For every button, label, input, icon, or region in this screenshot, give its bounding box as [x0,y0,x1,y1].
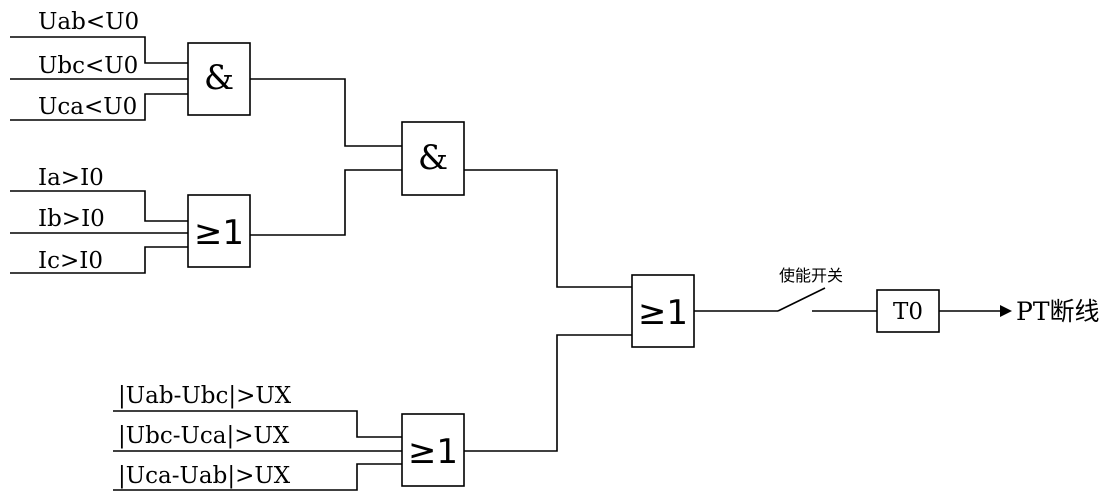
input-label-diff-bc-ca: |Ubc-Uca|>UX [118,423,290,449]
interconnect-wires [250,78,778,452]
input-label-diff-ab-bc: |Uab-Ubc|>UX [118,383,292,409]
voltage-input-wires [10,36,188,121]
timer-block: T0 [876,289,940,333]
output-arrow [939,305,1012,317]
or-gate-current: ≥1 [187,194,251,268]
input-label-ic-over: Ic>I0 [38,248,103,274]
input-label-diff-ca-ab: |Uca-Uab|>UX [118,463,291,489]
input-label-ubc-under: Ubc<U0 [38,53,138,79]
or-gate-final-symbol: ≥1 [638,293,688,333]
current-input-wires [10,190,188,274]
enable-switch: 使能开关 [777,266,877,312]
timer-label: T0 [893,299,923,325]
input-label-uca-under: Uca<U0 [38,94,137,120]
input-label-uab-under: Uab<U0 [38,9,139,35]
and-gate-combined-symbol: & [418,138,448,178]
or-gate-final: ≥1 [631,274,695,348]
and-gate-voltage-symbol: & [204,58,234,98]
difference-input-wires [113,410,402,491]
output-label: PT断线 [1016,297,1100,326]
enable-switch-label: 使能开关 [779,266,843,285]
or-gate-difference: ≥1 [401,413,465,487]
and-gate-combined: & [401,121,465,196]
or-gate-current-symbol: ≥1 [194,213,244,253]
input-label-ib-over: Ib>I0 [38,206,105,232]
and-gate-voltage: & [187,42,251,116]
input-label-ia-over: Ia>I0 [38,165,104,191]
or-gate-difference-symbol: ≥1 [408,432,458,472]
